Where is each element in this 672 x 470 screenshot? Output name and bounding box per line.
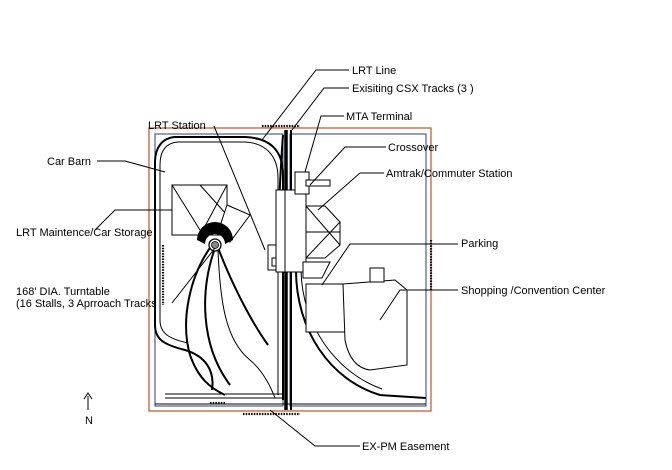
- label-easement: EX-PM Easement: [362, 441, 449, 453]
- amtrak-tracks: [295, 269, 427, 399]
- site-boundary: [148, 127, 432, 412]
- label-csx-tracks: Exisiting CSX Tracks (3 ): [352, 83, 474, 95]
- label-car-barn: Car Barn: [47, 156, 91, 168]
- lrt-line-tracks: [154, 136, 284, 400]
- label-lrt-maintenance: LRT Maintence/Car Storage: [16, 227, 153, 239]
- shopping-convention-center: [342, 267, 408, 371]
- north-label: N: [85, 415, 93, 427]
- amtrak-station: [275, 171, 341, 279]
- leader-lines: [94, 69, 458, 447]
- label-lrt-line: LRT Line: [352, 65, 396, 77]
- boundary-annotations: [161, 124, 433, 416]
- label-turntable-line1: 168' DIA. Turntable: [16, 286, 110, 298]
- turntable: [197, 222, 233, 252]
- parking-structure: [305, 283, 349, 333]
- label-shopping: Shopping /Convention Center: [461, 285, 606, 297]
- label-crossover: Crossover: [388, 142, 438, 154]
- label-mta-terminal: MTA Terminal: [346, 111, 412, 123]
- north-arrow: [83, 392, 93, 410]
- label-parking: Parking: [461, 238, 498, 250]
- label-turntable-line2: (16 Stalls, 3 Aprroach Tracks: [16, 298, 157, 310]
- label-lrt-station: LRT Station: [148, 120, 206, 132]
- label-amtrak: Amtrak/Commuter Station: [386, 168, 513, 180]
